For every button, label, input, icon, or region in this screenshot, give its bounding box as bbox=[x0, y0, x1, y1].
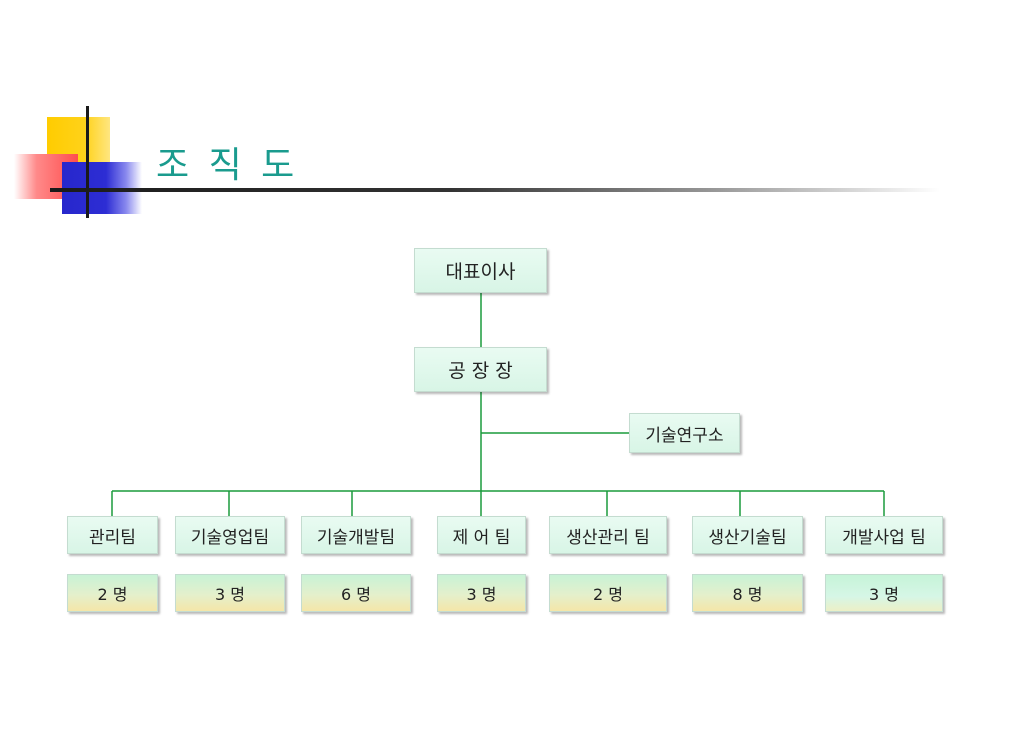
team-headcount: 2 명 bbox=[67, 574, 158, 612]
team-headcount: 8 명 bbox=[692, 574, 803, 612]
node-rnd-center: 기술연구소 bbox=[629, 413, 740, 453]
team-headcount: 3 명 bbox=[175, 574, 285, 612]
decor-vertical-line bbox=[86, 106, 89, 218]
title-underline bbox=[50, 188, 940, 192]
team-box: 생산관리 팀 bbox=[549, 516, 667, 554]
node-plant-manager: 공 장 장 bbox=[414, 347, 547, 392]
team-headcount: 3 명 bbox=[825, 574, 943, 612]
team-headcount: 2 명 bbox=[549, 574, 667, 612]
team-box: 관리팀 bbox=[67, 516, 158, 554]
team-box: 기술개발팀 bbox=[301, 516, 411, 554]
team-box: 기술영업팀 bbox=[175, 516, 285, 554]
team-box: 제 어 팀 bbox=[437, 516, 526, 554]
team-headcount: 6 명 bbox=[301, 574, 411, 612]
team-headcount: 3 명 bbox=[437, 574, 526, 612]
page-title: 조 직 도 bbox=[156, 145, 299, 186]
node-ceo: 대표이사 bbox=[414, 248, 547, 293]
team-box: 생산기술팀 bbox=[692, 516, 803, 554]
team-box: 개발사업 팀 bbox=[825, 516, 943, 554]
